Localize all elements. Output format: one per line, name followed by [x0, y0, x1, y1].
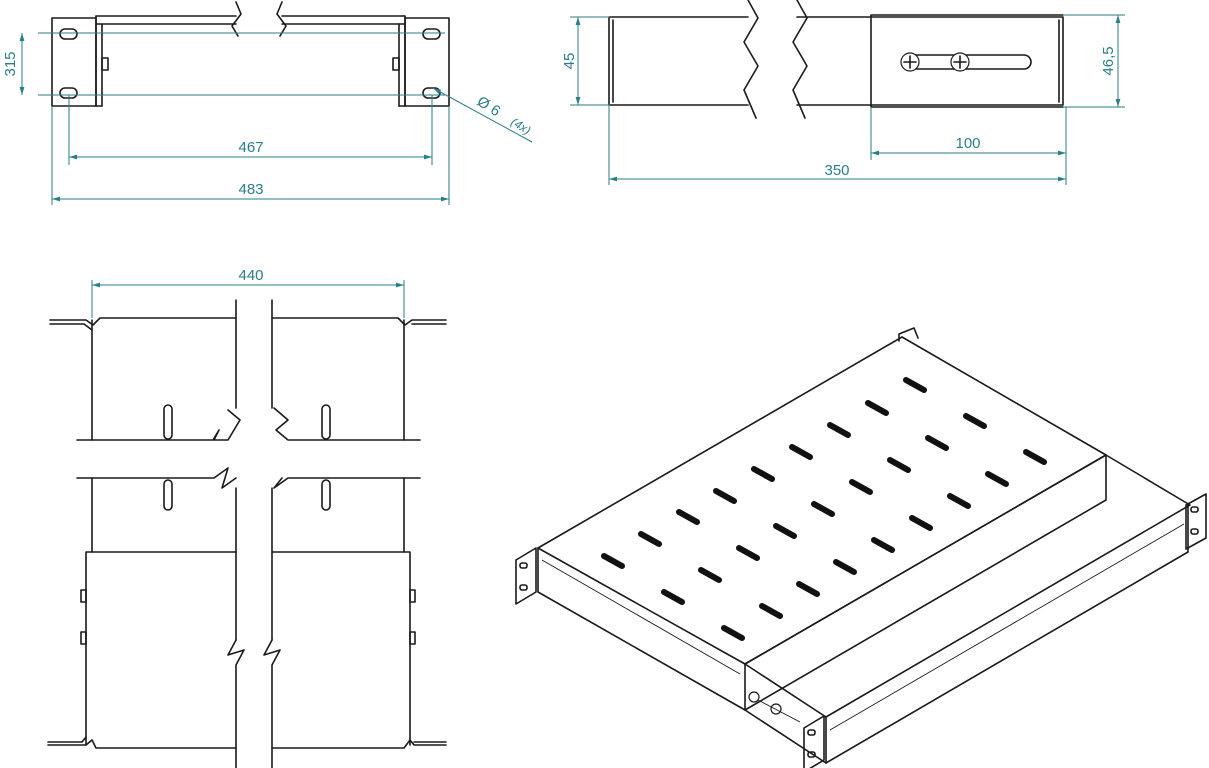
dim-side-height-rear: 46,5 [1100, 46, 1117, 75]
dim-slide-length: 100 [955, 135, 980, 152]
dim-hole-count: (4x) [508, 115, 533, 138]
top-view: 440 [47, 267, 447, 768]
dim-overall-width: 483 [238, 181, 263, 198]
vent-slots [601, 377, 1047, 641]
front-view: 315 467 483 Ø 6 (4x) [2, 1, 533, 205]
side-view: 45 46,5 100 350 [561, 0, 1125, 185]
dim-total-depth: 350 [824, 162, 849, 179]
isometric-view [515, 327, 1207, 768]
dim-hole-spacing: 467 [238, 139, 263, 156]
dim-side-height-front: 45 [561, 53, 578, 70]
dim-front-height: 315 [2, 51, 19, 76]
dim-inner-width: 440 [238, 267, 263, 284]
dim-hole-diameter: Ø 6 [474, 93, 504, 120]
